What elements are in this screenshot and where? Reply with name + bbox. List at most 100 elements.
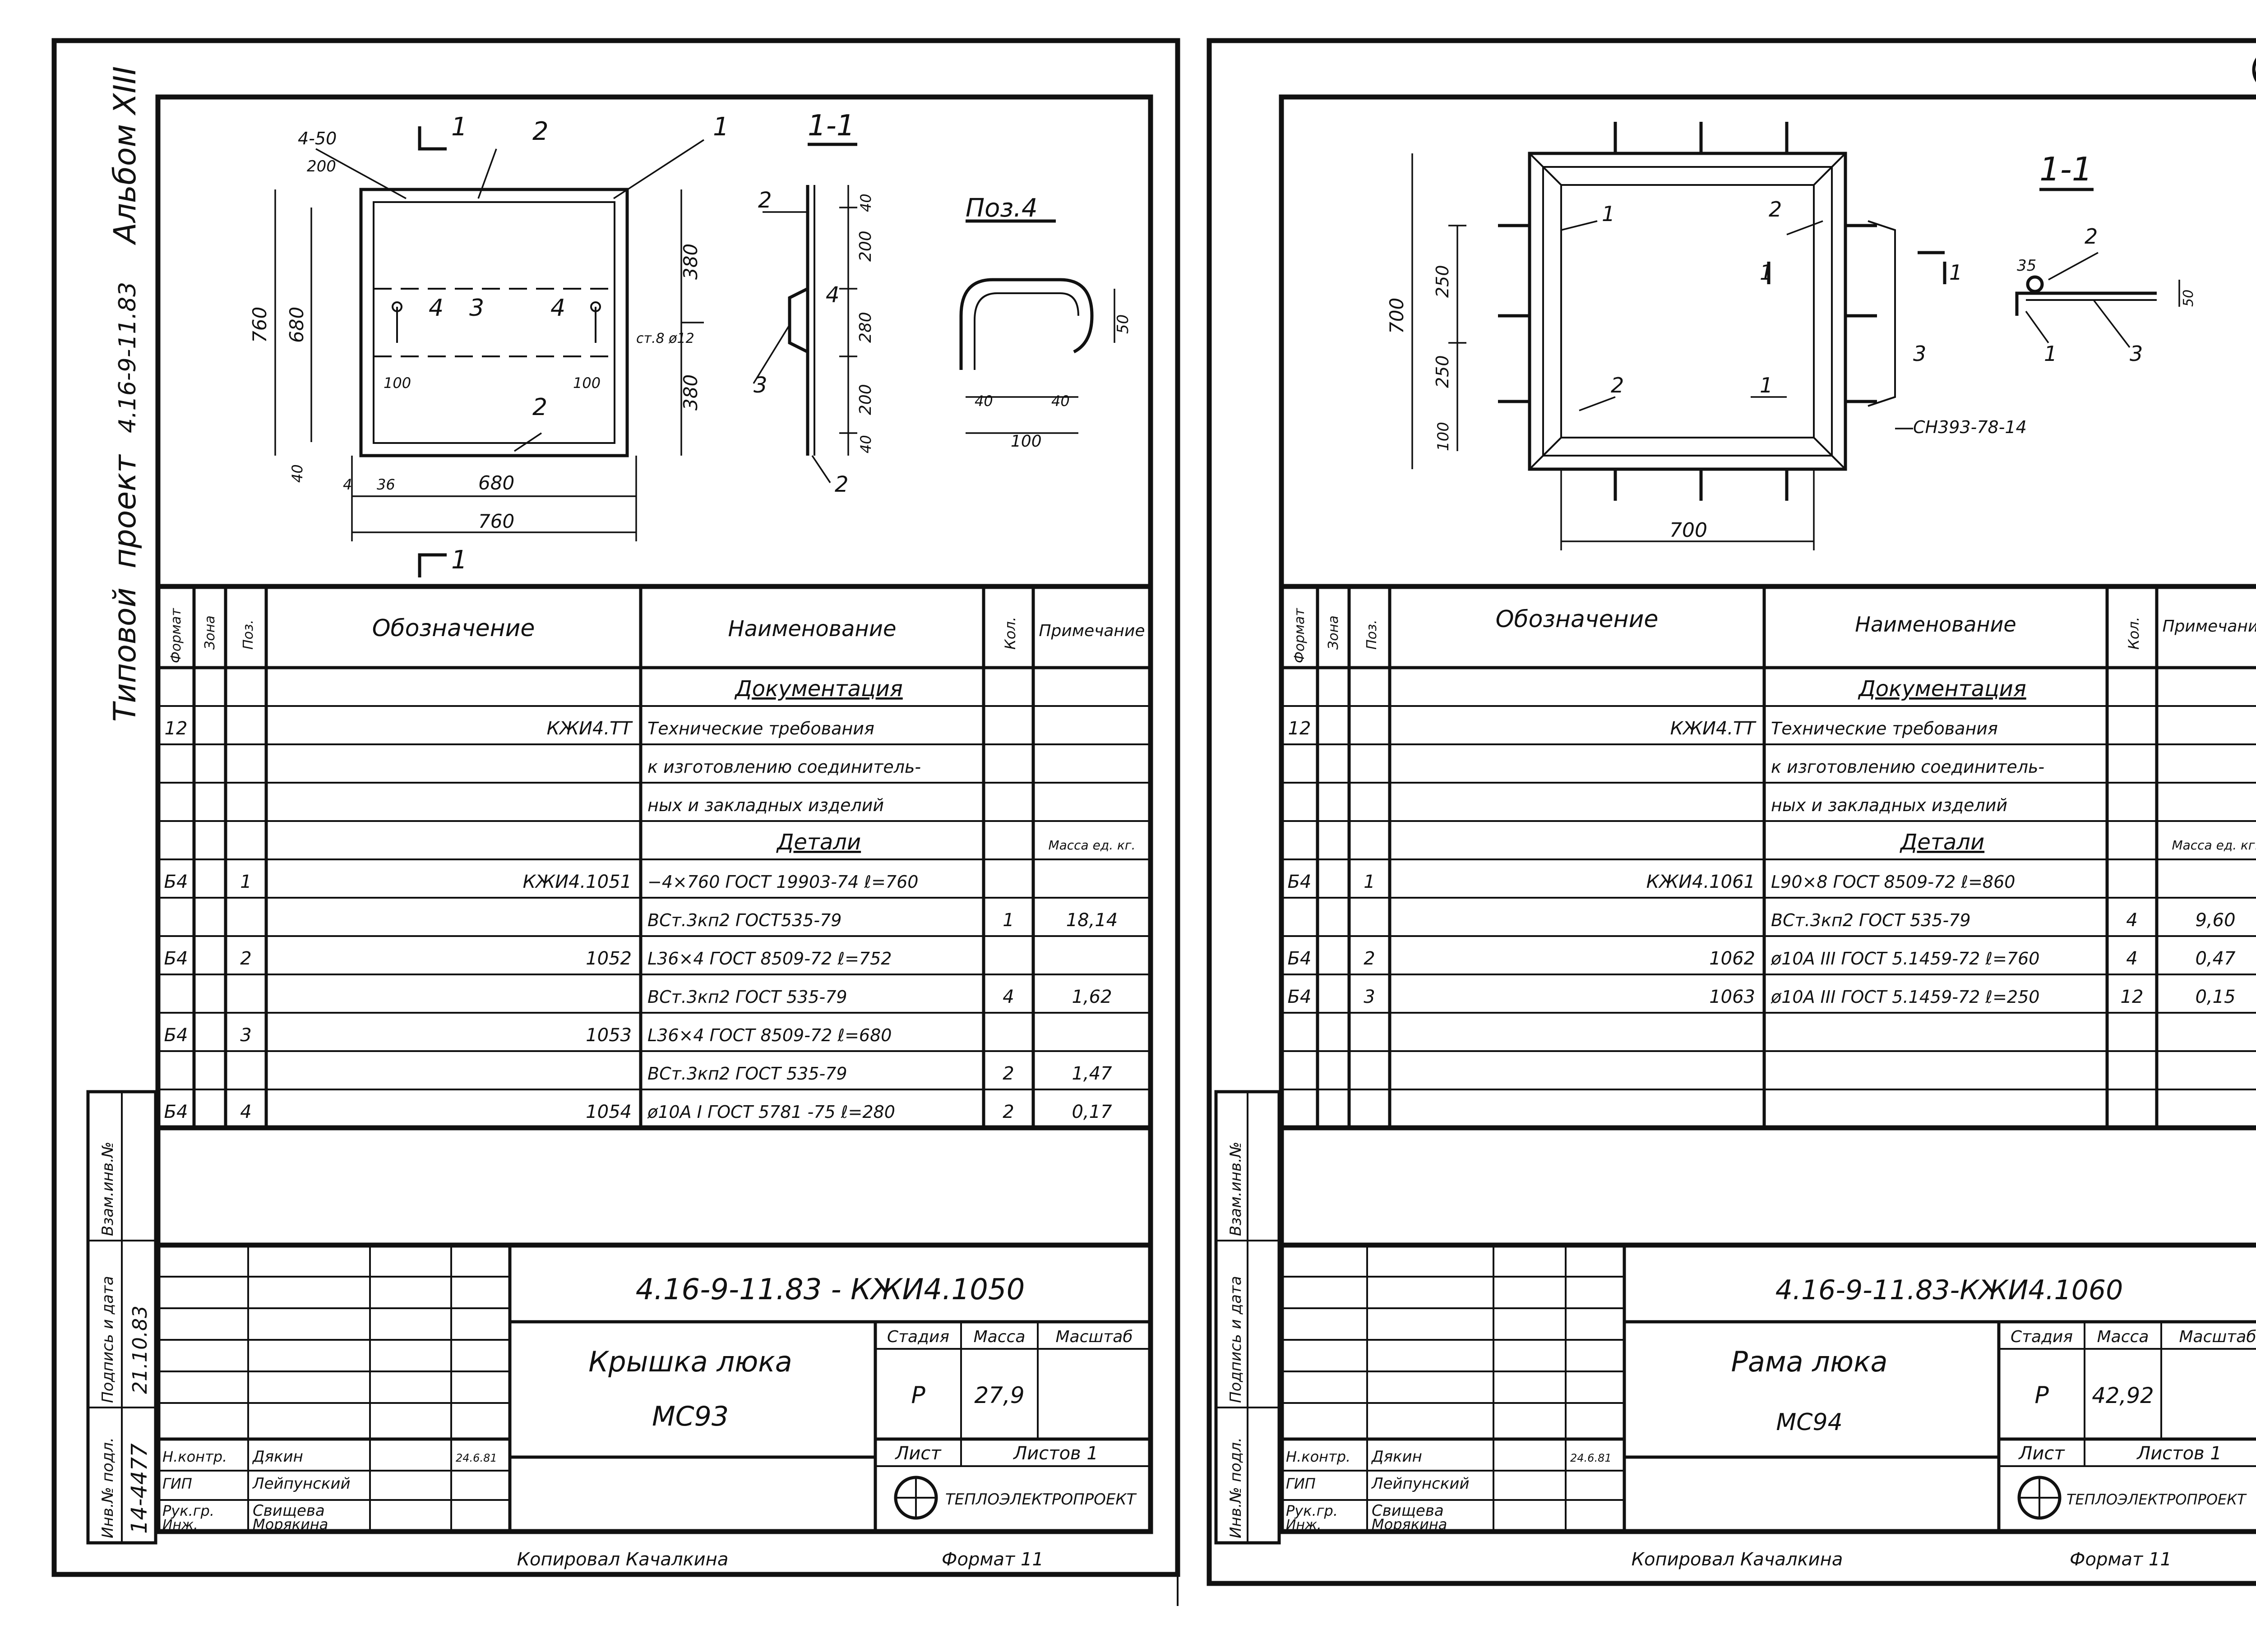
left-detail-labels: Поз.4 50 40 40 100 bbox=[966, 194, 1132, 451]
cell-pos: 1 bbox=[240, 872, 251, 892]
dim-380-bottom: 380 bbox=[680, 374, 702, 411]
left-title-texts: 4.16-9-11.83 - КЖИ4.1050 Крышка люка МС9… bbox=[162, 1273, 1137, 1570]
pos-2-top: 2 bbox=[532, 117, 549, 146]
cell-designation: КЖИ4.ТТ bbox=[1670, 718, 1757, 739]
page-number: 60 bbox=[2253, 52, 2256, 90]
cell-note: 0,47 bbox=[2195, 948, 2236, 969]
left-sheets-count: Листов 1 bbox=[1012, 1443, 1098, 1464]
cell-pos: 3 bbox=[1364, 987, 1375, 1007]
r-stamp-label-sign: Подпись и дата bbox=[1227, 1276, 1245, 1403]
left-mass-label: Масса bbox=[974, 1328, 1026, 1346]
cell-name: к изготовлению соединитель- bbox=[647, 757, 921, 777]
cell-note: Масса ед. кг. bbox=[1048, 838, 1135, 853]
r-sec-pos-3: 3 bbox=[2130, 341, 2143, 366]
cell-name: −4×760 ГОСТ 19903-74 ℓ=760 bbox=[647, 872, 918, 892]
right-spec-headers: Формат Зона Поз. Обозначение Наименовани… bbox=[1292, 606, 2256, 663]
left-person-3: Свищева bbox=[253, 1502, 325, 1520]
r-sec-dim-35: 35 bbox=[2017, 257, 2036, 275]
cell-note: 18,14 bbox=[1066, 910, 1118, 931]
detail-dim-40-right: 40 bbox=[1051, 392, 1070, 410]
r-dim-250-top: 250 bbox=[1433, 265, 1452, 298]
vtitle-part-4: Альбом XIII bbox=[107, 66, 143, 245]
table-row: ных и закладных изделий bbox=[158, 795, 1151, 822]
cell-pos: 4 bbox=[240, 1102, 251, 1122]
right-sheets-count: Листов 1 bbox=[2136, 1443, 2222, 1464]
left-doc-mark: МС93 bbox=[652, 1401, 729, 1432]
dim-36: 36 bbox=[377, 476, 395, 493]
left-copied: Копировал Качалкина bbox=[517, 1549, 729, 1570]
cell-designation: КЖИ4.ТТ bbox=[547, 718, 633, 739]
left-person-4: Морякина bbox=[253, 1516, 328, 1533]
cell-name: к изготовлению соединитель- bbox=[1771, 757, 2044, 777]
sec-pos-2-top: 2 bbox=[758, 188, 772, 213]
cell-qty: 1 bbox=[1003, 910, 1014, 931]
cell-name: ø10А III ГОСТ 5.1459-72 ℓ=250 bbox=[1771, 987, 2039, 1007]
cell-pos: 2 bbox=[240, 948, 251, 969]
right-section-labels: 1-1 35 2 50 1 3 bbox=[2017, 150, 2196, 366]
sec-pos-2-bottom: 2 bbox=[835, 472, 849, 497]
r-sec-pos-2: 2 bbox=[2085, 224, 2098, 249]
dim-760-h: 760 bbox=[478, 510, 514, 532]
cell-note: 1,47 bbox=[1072, 1063, 1112, 1084]
r-pos-1-bottom: 1 bbox=[1760, 373, 1773, 397]
r-pos-1-top: 1 bbox=[1602, 202, 1615, 226]
left-role-3: Рук.гр. bbox=[162, 1502, 214, 1519]
right-plan-view bbox=[1411, 122, 1946, 550]
cell-name: L36×4 ГОСТ 8509-72 ℓ=752 bbox=[647, 949, 892, 969]
cell-format: Б4 bbox=[1288, 948, 1312, 969]
right-org: ТЕПЛОЭЛЕКТРОПРОЕКТ bbox=[2066, 1491, 2247, 1508]
cell-note: 0,15 bbox=[2195, 987, 2235, 1007]
cell-qty: 12 bbox=[2121, 987, 2144, 1007]
cell-designation: КЖИ4.1061 bbox=[1646, 872, 1755, 892]
sec-dim-40-top: 40 bbox=[857, 194, 874, 212]
r-pos-3: 3 bbox=[1913, 341, 1926, 366]
right-spec-grid bbox=[1281, 584, 2256, 1131]
sec-dim-40-bottom: 40 bbox=[857, 435, 874, 453]
cell-pos: 2 bbox=[1364, 948, 1375, 969]
vtitle-part-3: 4.16-9-11.83 bbox=[114, 282, 141, 433]
right-role-4: Инж. bbox=[1286, 1517, 1322, 1533]
left-title-block bbox=[158, 1242, 1151, 1532]
right-role-2: ГИП bbox=[1286, 1475, 1316, 1492]
cell-designation: 1052 bbox=[586, 948, 632, 969]
sec-pos-4: 4 bbox=[826, 282, 840, 308]
r-pos-2-bottom: 2 bbox=[1611, 373, 1624, 397]
left-binding-stamp: Инв.№ подл. Подпись и дата Взам.инв.№ 14… bbox=[86, 1090, 157, 1545]
cell-qty: 2 bbox=[1003, 1102, 1014, 1122]
dim-100-left: 100 bbox=[384, 374, 411, 392]
cell-name: Детали bbox=[776, 830, 861, 855]
table-row: к изготовлению соединитель- bbox=[1281, 757, 2256, 784]
cell-name: L36×4 ГОСТ 8509-72 ℓ=680 bbox=[647, 1025, 892, 1045]
hdr-zone: Зона bbox=[202, 615, 218, 650]
cell-name: Детали bbox=[1900, 830, 1984, 855]
r-stamp-label-inv: Инв.№ подл. bbox=[1227, 1437, 1245, 1538]
dim-100-right: 100 bbox=[573, 374, 601, 392]
hdr-pos: Поз. bbox=[240, 620, 256, 650]
cell-name: ВСт.3кп2 ГОСТ535-79 bbox=[647, 910, 841, 930]
pitch-total-label: 200 bbox=[307, 157, 336, 175]
r-standard-label: СН393-78-14 bbox=[1913, 417, 2027, 437]
table-row: ных и закладных изделий bbox=[1281, 795, 2256, 822]
cell-qty: 4 bbox=[2126, 910, 2137, 931]
vtitle-part-1: Типовой bbox=[107, 587, 143, 722]
cell-format: Б4 bbox=[164, 1102, 188, 1122]
r-dim-700-v: 700 bbox=[1386, 298, 1408, 334]
r-hdr-format: Формат bbox=[1292, 608, 1308, 663]
right-title-texts: 4.16-9-11.83-КЖИ4.1060 Рама люка МС94 Ст… bbox=[1286, 1274, 2256, 1570]
dim-4: 4 bbox=[343, 476, 352, 493]
left-stage: Р bbox=[911, 1382, 925, 1409]
right-inner-frame bbox=[1279, 94, 2256, 1534]
cell-name: ВСт.3кп2 ГОСТ 535-79 bbox=[1771, 910, 1971, 930]
cell-note: Масса ед. кг. bbox=[2172, 838, 2256, 853]
table-row: к изготовлению соединитель- bbox=[158, 757, 1151, 784]
right-date-1: 24.6.81 bbox=[1570, 1452, 1612, 1464]
right-person-3: Свищева bbox=[1372, 1502, 1444, 1520]
left-inner-frame bbox=[155, 94, 1153, 1534]
